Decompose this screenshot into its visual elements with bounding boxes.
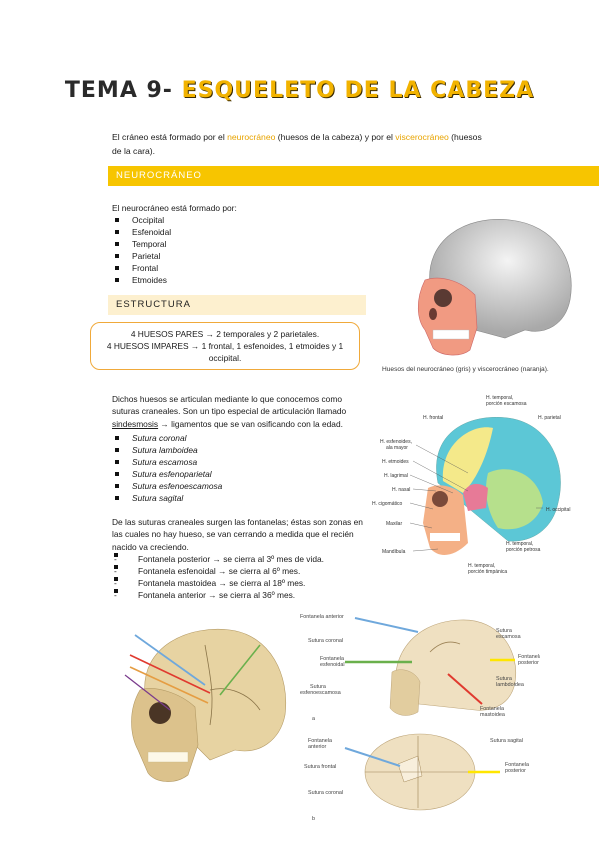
section-header-estructura: ESTRUCTURA xyxy=(108,295,366,315)
bone-pairs-box: 4 HUESOS PARES → 2 temporales y 2 pariet… xyxy=(90,322,360,370)
skull-1-caption: Huesos del neurocráneo (gris) y visceroc… xyxy=(382,366,549,373)
label-sutura-coronal-a: Sutura coronal xyxy=(308,638,343,644)
sutures-paragraph: Dichos huesos se articulan mediante lo q… xyxy=(112,393,362,430)
section-header-neurocraneo: NEUROCRÁNEO xyxy=(108,166,599,186)
title-main: ESQUELETO DE LA CABEZA xyxy=(181,78,535,103)
sutures-list: Sutura coronal Sutura lamboidea Sutura e… xyxy=(112,432,222,504)
sutures-text-1: Dichos huesos se articulan mediante lo q… xyxy=(112,394,347,417)
svg-text:anterior: anterior xyxy=(308,744,326,750)
svg-text:mastoidea: mastoidea xyxy=(480,712,505,718)
label-sutura-coronal-b: Sutura coronal xyxy=(308,790,343,796)
skull-sutures-image xyxy=(124,628,287,782)
label-hetmoides: H. etmoides xyxy=(382,459,409,465)
list-item: Fontanela mastoidea → se cierra al 18º m… xyxy=(112,577,324,589)
fetal-skull-superior-image: Fontanela anterior Sutura frontal Sutura… xyxy=(304,733,529,822)
label-fontanela-posterior-b: Fontanela xyxy=(505,762,529,768)
label-hfrontal: H. frontal xyxy=(423,415,443,421)
svg-text:esfenoescamosa: esfenoescamosa xyxy=(300,690,341,696)
label-letter-a: a xyxy=(312,716,315,722)
skull-colored-bones-image: H. temporal, porción escamosa H. frontal… xyxy=(372,395,570,575)
label-hnasal: H. nasal xyxy=(392,487,410,493)
svg-text:porción timpánica: porción timpánica xyxy=(468,569,507,575)
intro-neurocraneo: neurocráneo xyxy=(227,132,276,142)
label-fontanela-anterior-b: Fontanela xyxy=(308,738,332,744)
label-fontanela-posterior-a: Fontanela xyxy=(518,654,540,660)
fontanelas-list: Fontanela posterior → se cierra al 3º me… xyxy=(112,553,324,601)
label-letter-b: b xyxy=(312,816,315,822)
list-item: Etmoides xyxy=(112,274,237,286)
list-item: Esfenoidal xyxy=(112,226,237,238)
label-fontanela-mastoidea: Fontanela xyxy=(480,706,504,712)
label-sutura-sagital: Sutura sagital xyxy=(490,738,523,744)
svg-text:posterior: posterior xyxy=(505,768,526,774)
fontanelas-paragraph: De las suturas craneales surgen las font… xyxy=(112,517,363,552)
label-maxilar: Maxilar xyxy=(386,521,402,527)
svg-text:ala mayor: ala mayor xyxy=(386,445,408,451)
label-mandibula: Mandíbula xyxy=(382,549,406,555)
title-prefix: TEMA 9- xyxy=(64,78,182,103)
label-hparietal: H. parietal xyxy=(538,415,561,421)
label-sutura-esfenoescamosa: Sutura xyxy=(310,684,326,690)
list-item: Fontanela anterior → se cierra al 36º me… xyxy=(112,589,324,601)
list-item: Temporal xyxy=(112,238,237,250)
list-item: Sutura coronal xyxy=(112,432,222,444)
list-item: Occipital xyxy=(112,214,237,226)
list-item: Sutura esfenoparietal xyxy=(112,468,222,480)
label-htemporal-timpanica: H. temporal, xyxy=(468,563,495,569)
intro-text-2: (huesos de la cabeza) y por el xyxy=(275,132,396,142)
svg-text:esfenoidal: esfenoidal xyxy=(320,662,345,668)
fetal-skull-lateral-image: Fontanela anterior Sutura coronal Fontan… xyxy=(300,614,540,722)
neuro-list-heading: El neurocráneo está formado por: xyxy=(112,203,237,213)
list-item: Sutura sagital xyxy=(112,492,222,504)
label-sutura-frontal: Sutura frontal xyxy=(304,764,336,770)
label-hesfenoides: H. esfenoides, xyxy=(380,439,412,445)
label-htemporal: H. temporal, xyxy=(486,395,513,401)
skull-neuro-viscero-image xyxy=(417,219,572,356)
sutures-sindesmosis: sindesmosis xyxy=(112,418,159,429)
svg-text:posterior: posterior xyxy=(518,660,539,666)
label-hlagrimal: H. lagrimal xyxy=(384,473,408,479)
label-sutura-lambdoidea: Sutura xyxy=(496,676,512,682)
svg-text:lambdoidea: lambdoidea xyxy=(496,682,524,688)
box-line-3: occipital. xyxy=(208,353,242,363)
neuro-list: El neurocráneo está formado por: Occipit… xyxy=(112,202,237,286)
sutures-text-2: → ligamentos que se van osificando con l… xyxy=(158,418,343,429)
list-item: Parietal xyxy=(112,250,237,262)
list-item: Sutura escamosa xyxy=(112,456,222,468)
list-item: Sutura esfenoescamosa xyxy=(112,480,222,492)
svg-text:escamosa: escamosa xyxy=(496,634,521,640)
label-fontanela-esfenoidal: Fontanela xyxy=(320,656,344,662)
label-fontanela-anterior-a: Fontanela anterior xyxy=(300,614,344,620)
label-hcigomatico: H. cigomático xyxy=(372,501,403,507)
svg-text:porción petrosa: porción petrosa xyxy=(506,547,541,553)
label-sutura-escamosa: Sutura xyxy=(496,628,512,634)
list-item: Frontal xyxy=(112,262,237,274)
svg-text:porción escamosa: porción escamosa xyxy=(486,401,527,407)
list-item: Fontanela posterior → se cierra al 3º me… xyxy=(112,553,324,565)
intro-text-1: El cráneo está formado por el xyxy=(112,132,228,142)
list-item: Sutura lamboidea xyxy=(112,444,222,456)
intro-viscerocraneo: viscerocráneo xyxy=(395,132,449,142)
box-line-1: 4 HUESOS PARES → 2 temporales y 2 pariet… xyxy=(130,329,320,339)
page-title: TEMA 9- ESQUELETO DE LA CABEZA xyxy=(0,78,599,103)
label-hoccipital: H. occipital xyxy=(546,507,570,513)
label-htemporal-petrosa: H. temporal, xyxy=(506,541,533,547)
box-line-2: 4 HUESOS IMPARES → 1 frontal, 1 esfenoid… xyxy=(106,341,344,351)
list-item: Fontanela esfenoidal → se cierra al 6º m… xyxy=(112,565,324,577)
intro-text-3: (huesos de la cara). xyxy=(112,132,482,156)
intro-paragraph: El cráneo está formado por el neurocráne… xyxy=(112,130,492,158)
